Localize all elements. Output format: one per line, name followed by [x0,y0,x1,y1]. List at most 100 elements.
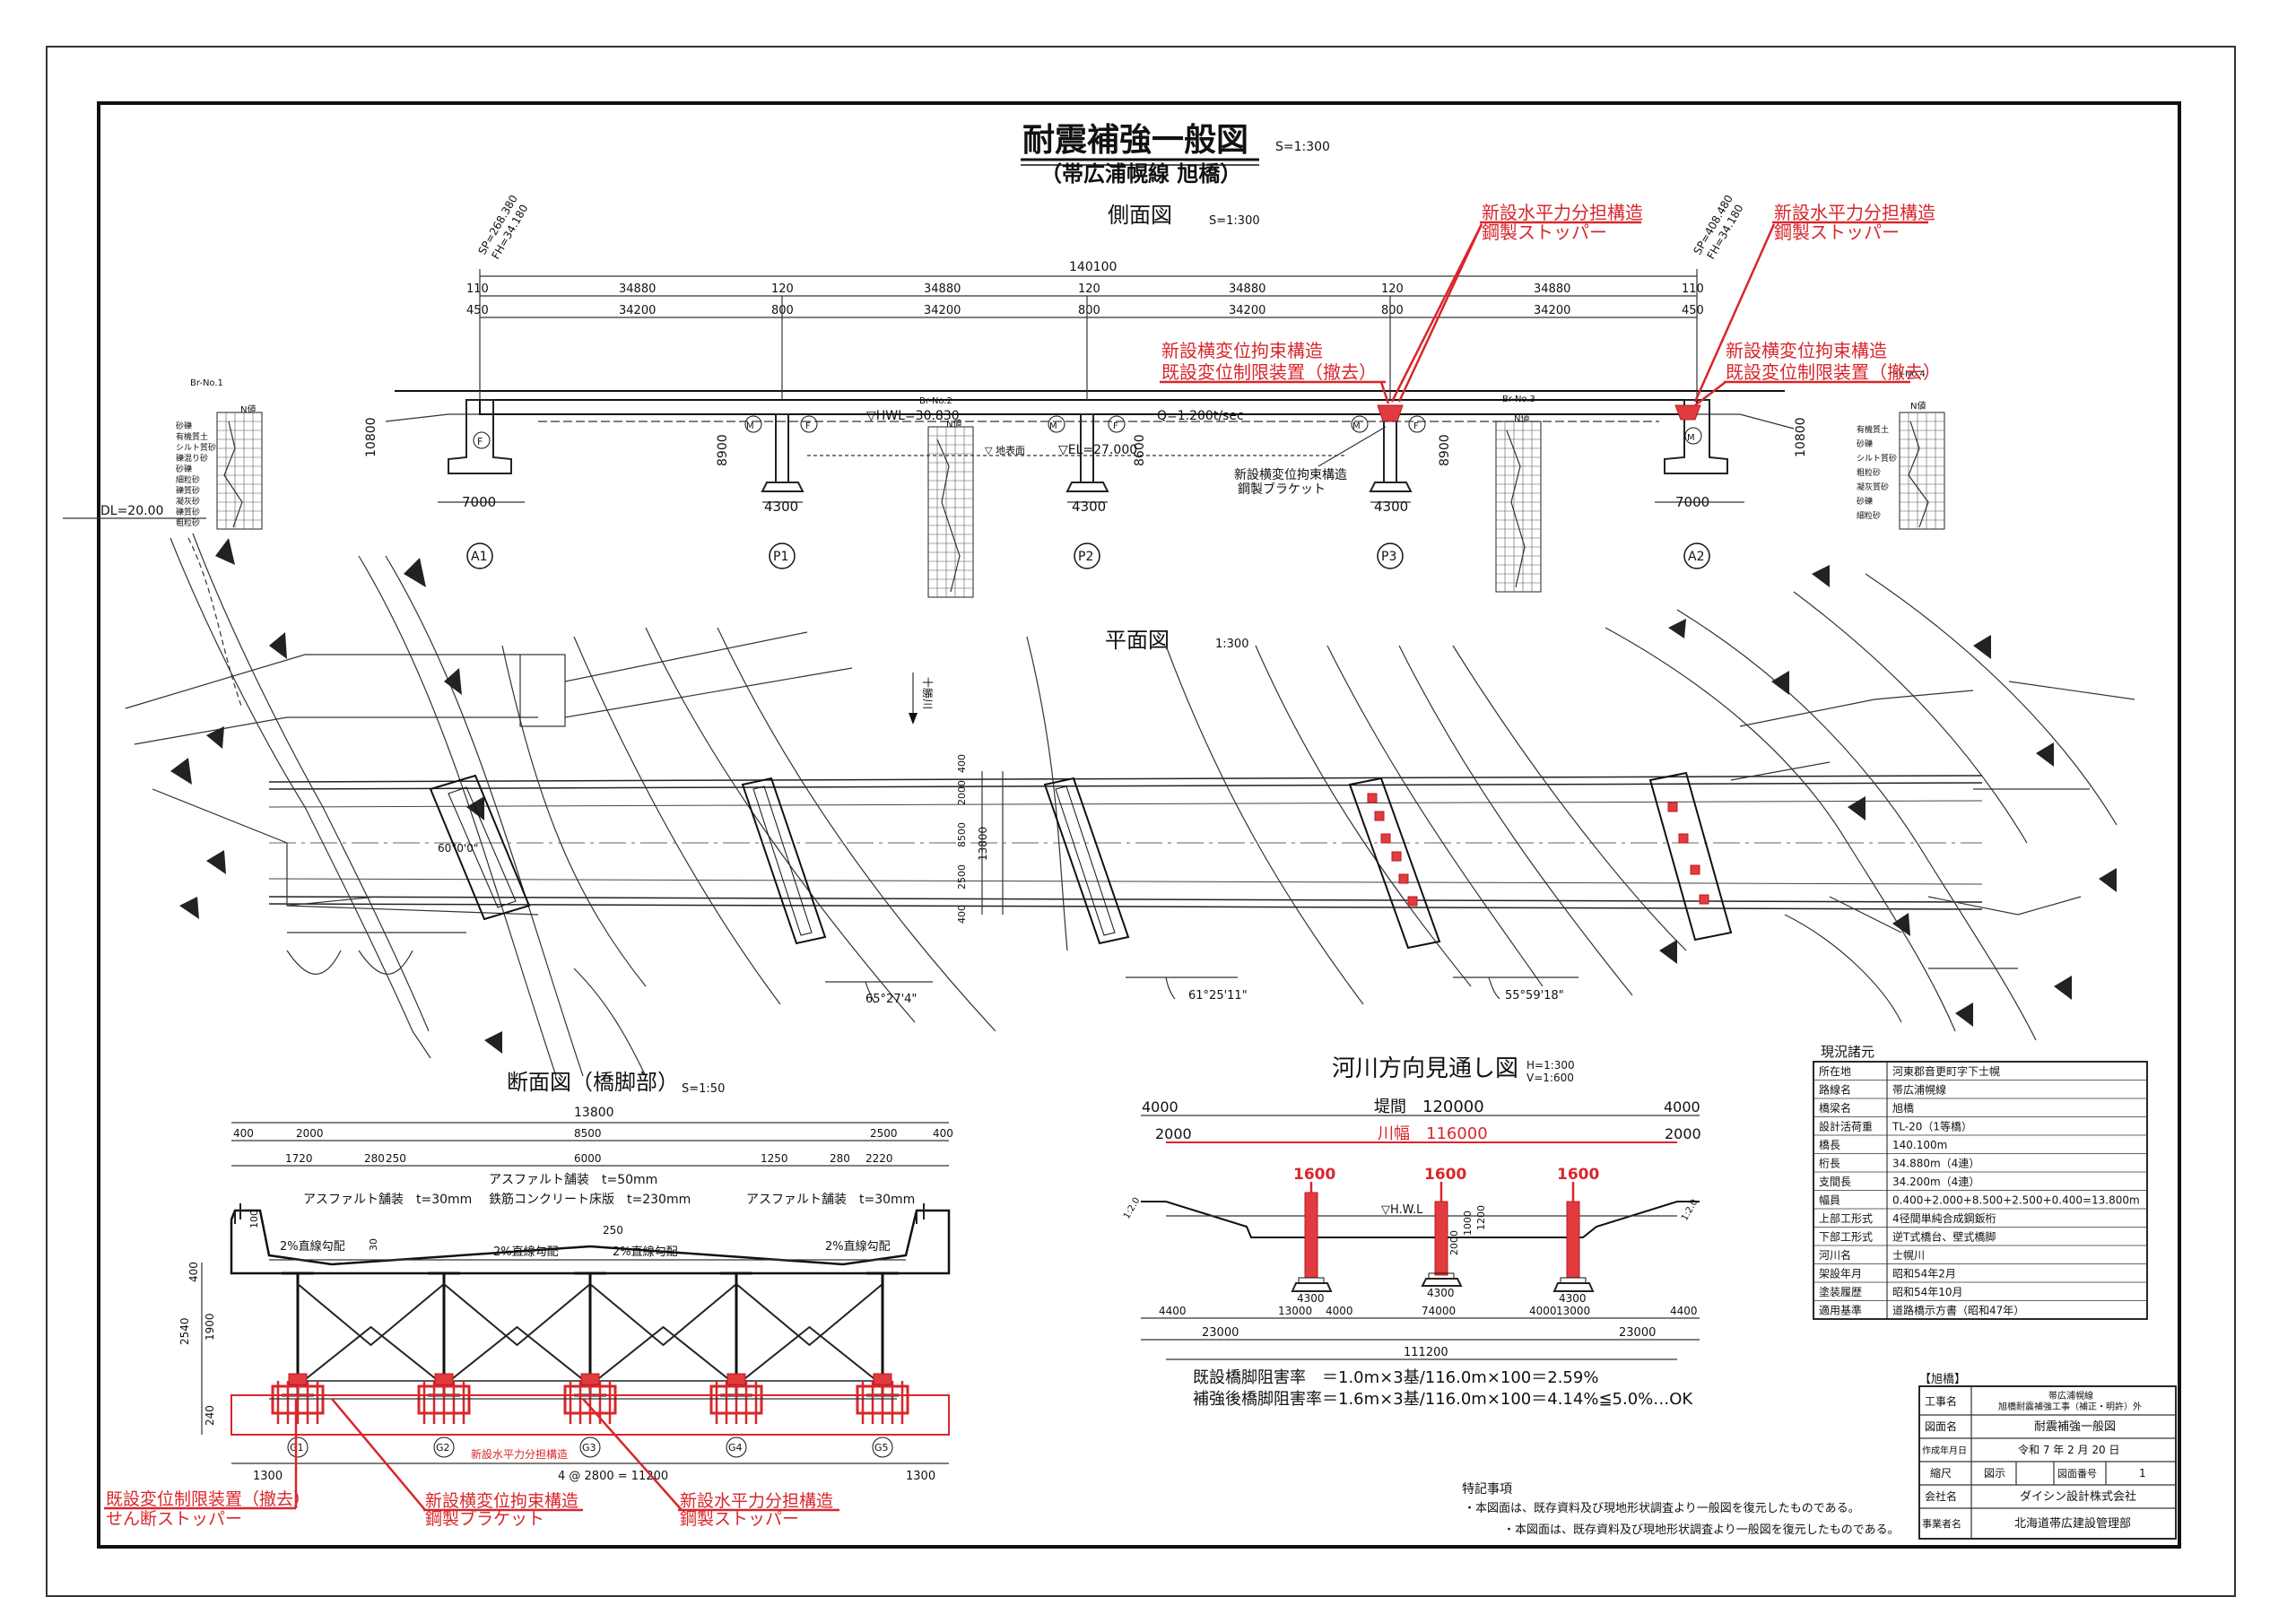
span-top-5: 34880 [1229,282,1265,296]
support-circle-1 [769,542,796,569]
spec-key-4: 橋長 [1819,1139,1840,1151]
sec-top-1: 2000 [296,1127,324,1140]
girder-circle-1 [433,1436,455,1458]
girder-label-2: G3 [582,1442,596,1454]
span-bottom-7: 34200 [1534,304,1570,317]
plan-p2-support [1043,777,1130,945]
rv-2000-left: 2000 [1155,1125,1192,1142]
spec-value-3: TL-20（1等橋） [1892,1121,1972,1133]
restraint-left-2: 既設変位制限装置（撤去） [1161,361,1377,383]
plan-a1-support [429,774,531,921]
soil-left-6: 礫質砂 [176,485,200,496]
river-view: 河川方向見通し図 H=1:300 V=1:600 4000 堤間 120000 … [1122,1055,1701,1409]
support-label-1: P1 [773,550,788,564]
height-a2: 10800 [1794,417,1808,457]
span-bottom-8: 450 [1682,304,1704,317]
spec-value-10: 士幌川 [1892,1248,1925,1262]
sec-h-400: 400 [187,1262,200,1282]
title-block: 【旭橋】 工事名 帯広浦幌線 旭橋耐震補強工事（補正・明許）外 図面名 耐震補強… [1918,1373,2177,1540]
stopper-left-2: 鋼製ストッパー [1482,221,1607,243]
p3-stopper-mark [1377,404,1404,422]
bracket-note-2: 鋼製ブラケット [1238,482,1326,497]
rv-dike: 堤間 120000 [1374,1098,1484,1116]
plan-view-scale: 1:300 [1215,638,1248,651]
side-callouts: 新設水平力分担構造 鋼製ストッパー 新設水平力分担構造 鋼製ストッパー 新設横変… [1160,202,1941,406]
height-p2: 8600 [1133,434,1147,466]
svg-text:M: M [1687,433,1695,443]
plan-width-4: 400 [956,905,968,924]
restraint-left-1: 新設横変位拘束構造 [1161,340,1323,361]
slope-1: 2%直線勾配 [280,1239,345,1254]
edge-left: 1300 [253,1470,283,1483]
spec-value-6: 34.200m（4連） [1892,1176,1979,1188]
tb-no-value: 1 [2139,1467,2146,1480]
spec-value-7: 0.400+2.000+8.500+2.500+0.400=13.800m [1892,1194,2140,1207]
spec-value-4: 140.100m [1892,1139,1947,1151]
side-dl: DL=20.00 [100,504,163,518]
inner-border [97,101,2181,1549]
svg-text:F: F [805,421,811,431]
dim-30: 30 [368,1238,379,1251]
deck-gap: 250 [603,1224,623,1237]
spec-key-6: 支間長 [1819,1176,1851,1188]
support-label-0: A1 [471,550,487,564]
spec-key-2: 橋梁名 [1819,1101,1851,1115]
support-label-3: P3 [1381,550,1396,564]
soil-left-3: 礫混り砂 [176,453,208,464]
spec-value-12: 昭和54年10月 [1892,1286,1963,1298]
rv-hwl: ▽H.W.L [1381,1203,1423,1217]
spec-key-10: 河川名 [1819,1248,1851,1262]
soil-left-2: シルト質砂 [176,442,216,453]
spec-key-8: 上部工形式 [1819,1211,1873,1225]
note-b-2: 鋼製ブラケット [425,1508,544,1529]
stopper-right-2: 鋼製ストッパー [1774,221,1900,243]
span-bottom-5: 34200 [1229,304,1265,317]
notes-title: 特記事項 [1462,1481,1512,1497]
tb-owner-value: 北海道帯広建設管理部 [2014,1516,2131,1531]
girder-circle-0 [287,1436,309,1458]
rv-outer-left: 23000 [1202,1326,1239,1340]
tb-drawing-label: 図面名 [1925,1419,1957,1433]
restraint-right-2: 既設変位制限装置（撤去） [1726,361,1941,383]
stopper-right-1: 新設水平力分担構造 [1774,202,1935,223]
plan-width-3: 2500 [956,864,968,890]
span-top-0: 110 [466,282,489,296]
title-scale: S=1:300 [1275,140,1330,154]
notes-line1: ・本図面は、既存資料及び現地形状調査より一般図を復元したものである。 [1464,1501,1860,1515]
plan-river: 十勝川 [921,677,935,709]
edge-right: 1300 [906,1470,935,1483]
plan-total-width: 13800 [977,827,989,861]
plan-a2-support [1648,771,1733,942]
note-a-1: 既設変位制限装置（撤去） [106,1489,310,1509]
sec-sub-6: 2220 [865,1152,893,1165]
rv-bottom-5: 13000 [1556,1305,1590,1317]
angle-0: 60°0'0" [438,842,478,855]
sec-sub-5: 280 [830,1152,850,1165]
rv-2000-right: 2000 [1665,1125,1701,1142]
soil-left-9: 粗粒砂 [176,517,200,528]
note-c-2: 鋼製ストッパー [680,1509,799,1529]
br-2: Br-No.2 [919,396,952,406]
support-circle-2 [1074,542,1100,569]
note-c-1: 新設水平力分担構造 [680,1491,833,1511]
spec-value-5: 34.880m（4連） [1892,1158,1979,1170]
plan-p3-support [1348,777,1441,950]
rv-ratio-after: 補強後橋脚阻害率＝1.6m×3基/116.0m×100＝4.14%≦5.0%…O… [1193,1390,1693,1409]
rv-pier-3: 1600 4300 [1552,1166,1599,1305]
rv-bottom-1: 13000 [1278,1305,1312,1317]
rv-total: 111200 [1404,1346,1448,1359]
rv-outer-right: 23000 [1619,1326,1656,1340]
rv-pier-1: 1600 4300 [1291,1166,1335,1305]
abutment-a2 [1664,399,1728,474]
rv-bottom-6: 4400 [1670,1305,1698,1317]
soil-right-4: 凝灰質砂 [1857,482,1889,492]
drawing-title: 耐震補強一般図 [1022,122,1248,159]
plan-deck [268,775,1983,910]
svg-text:F: F [1413,421,1419,431]
tb-scale-label: 縮尺 [1930,1466,1952,1480]
boring-log-2: N値 ▽ 地表面 [927,418,1025,598]
